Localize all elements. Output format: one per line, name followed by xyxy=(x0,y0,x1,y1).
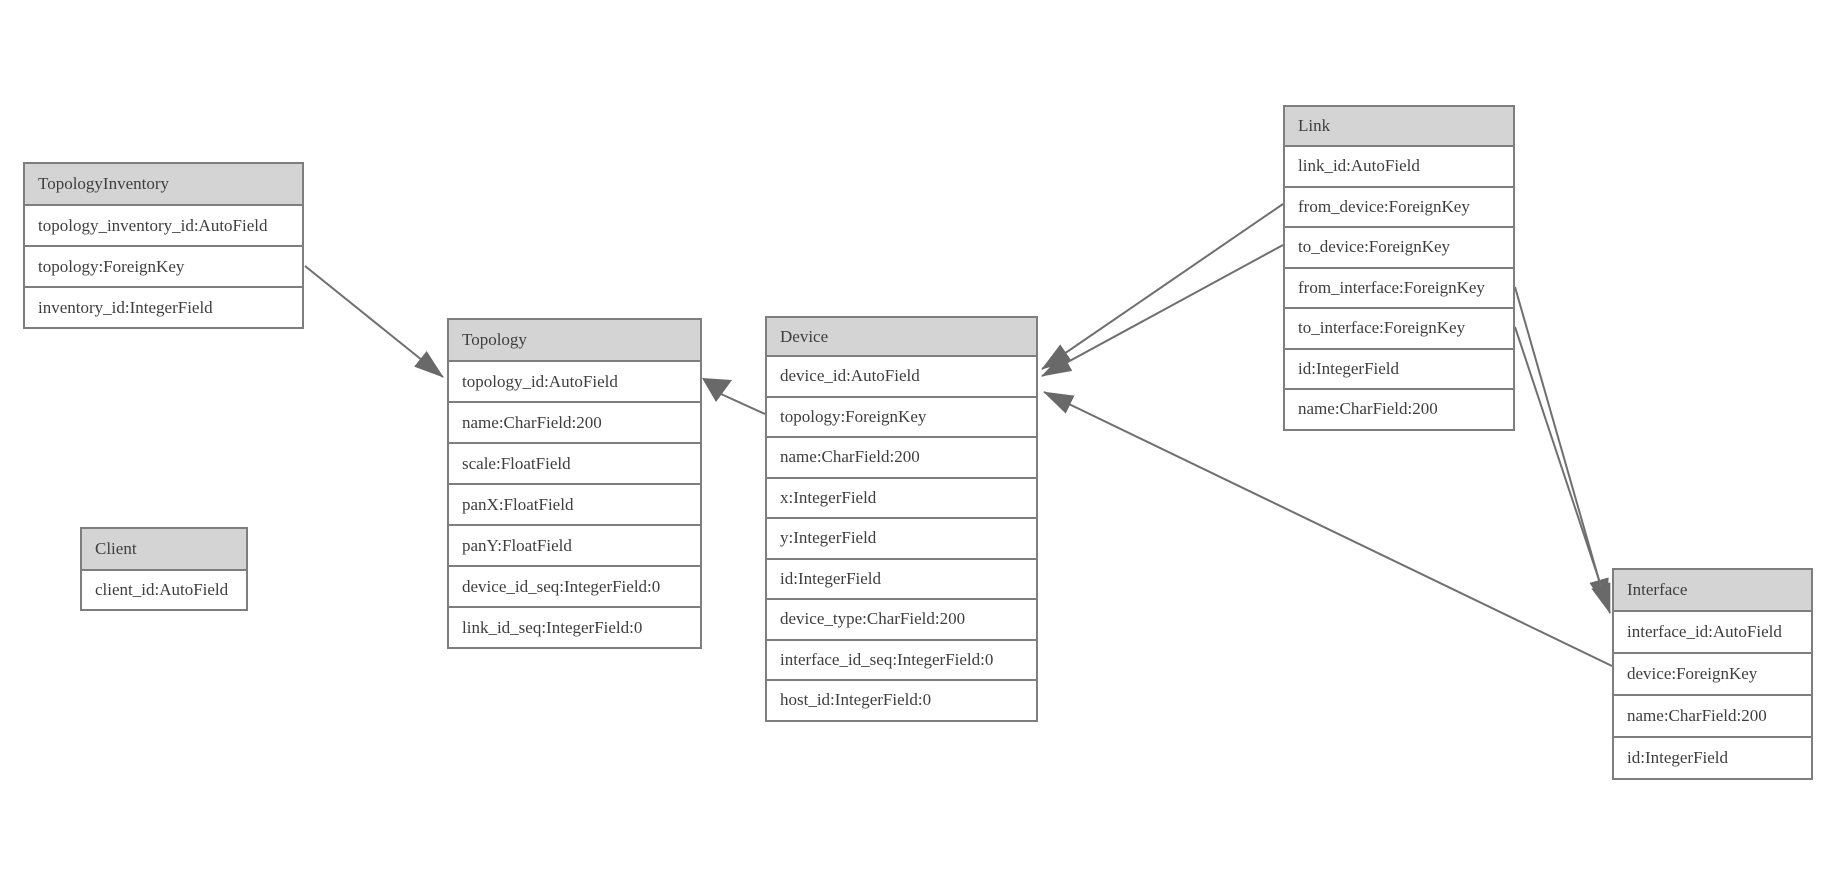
field-row: link_id_seq:IntegerField:0 xyxy=(449,606,700,647)
field-row: device:ForeignKey xyxy=(1614,652,1811,694)
field-row: topology_inventory_id:AutoField xyxy=(25,204,302,245)
field-row: name:CharField:200 xyxy=(1285,388,1513,429)
field-row: topology:ForeignKey xyxy=(767,395,1036,436)
field-row: device_id_seq:IntegerField:0 xyxy=(449,565,700,606)
field-row: interface_id_seq:IntegerField:0 xyxy=(767,638,1036,679)
field-row: id:IntegerField xyxy=(767,557,1036,598)
field-row: panY:FloatField xyxy=(449,524,700,565)
link-to-device-fk-edge xyxy=(1041,244,1284,377)
field-row: id:IntegerField xyxy=(1614,736,1811,778)
field-row: name:CharField:200 xyxy=(767,436,1036,477)
field-row: from_device:ForeignKey xyxy=(1285,185,1513,226)
entity-title: TopologyInventory xyxy=(25,164,302,204)
link-from-device-fk-edge xyxy=(1041,203,1284,370)
field-row: link_id:AutoField xyxy=(1285,145,1513,186)
entity-title: Client xyxy=(82,529,246,569)
field-row: name:CharField:200 xyxy=(449,401,700,442)
field-row: name:CharField:200 xyxy=(1614,694,1811,736)
field-row: client_id:AutoField xyxy=(82,569,246,609)
field-row: host_id:IntegerField:0 xyxy=(767,679,1036,720)
topologyinventory-topology-fk-edge xyxy=(304,265,444,378)
entity-title: Interface xyxy=(1614,570,1811,610)
link-to-interface-fk-edge xyxy=(1514,326,1611,614)
device-topology-fk-edge xyxy=(720,393,766,415)
field-row: device_type:CharField:200 xyxy=(767,598,1036,639)
field-row: from_interface:ForeignKey xyxy=(1285,266,1513,307)
entity-title: Topology xyxy=(449,320,700,360)
field-row: id:IntegerField xyxy=(1285,347,1513,388)
device-topology-fk-arrowhead-icon xyxy=(702,378,732,402)
field-row: topology:ForeignKey xyxy=(25,245,302,286)
field-row: scale:FloatField xyxy=(449,442,700,483)
field-row: y:IntegerField xyxy=(767,517,1036,558)
field-row: to_interface:ForeignKey xyxy=(1285,307,1513,348)
field-row: panX:FloatField xyxy=(449,483,700,524)
field-row: topology_id:AutoField xyxy=(449,360,700,401)
entity-title: Link xyxy=(1285,107,1513,145)
field-row: inventory_id:IntegerField xyxy=(25,286,302,327)
link-from-interface-fk-edge xyxy=(1514,286,1609,609)
entity-title: Device xyxy=(767,318,1036,355)
field-row: device_id:AutoField xyxy=(767,355,1036,396)
field-row: x:IntegerField xyxy=(767,476,1036,517)
field-row: interface_id:AutoField xyxy=(1614,610,1811,652)
interface-device-fk-edge xyxy=(1043,391,1613,667)
field-row: to_device:ForeignKey xyxy=(1285,226,1513,267)
